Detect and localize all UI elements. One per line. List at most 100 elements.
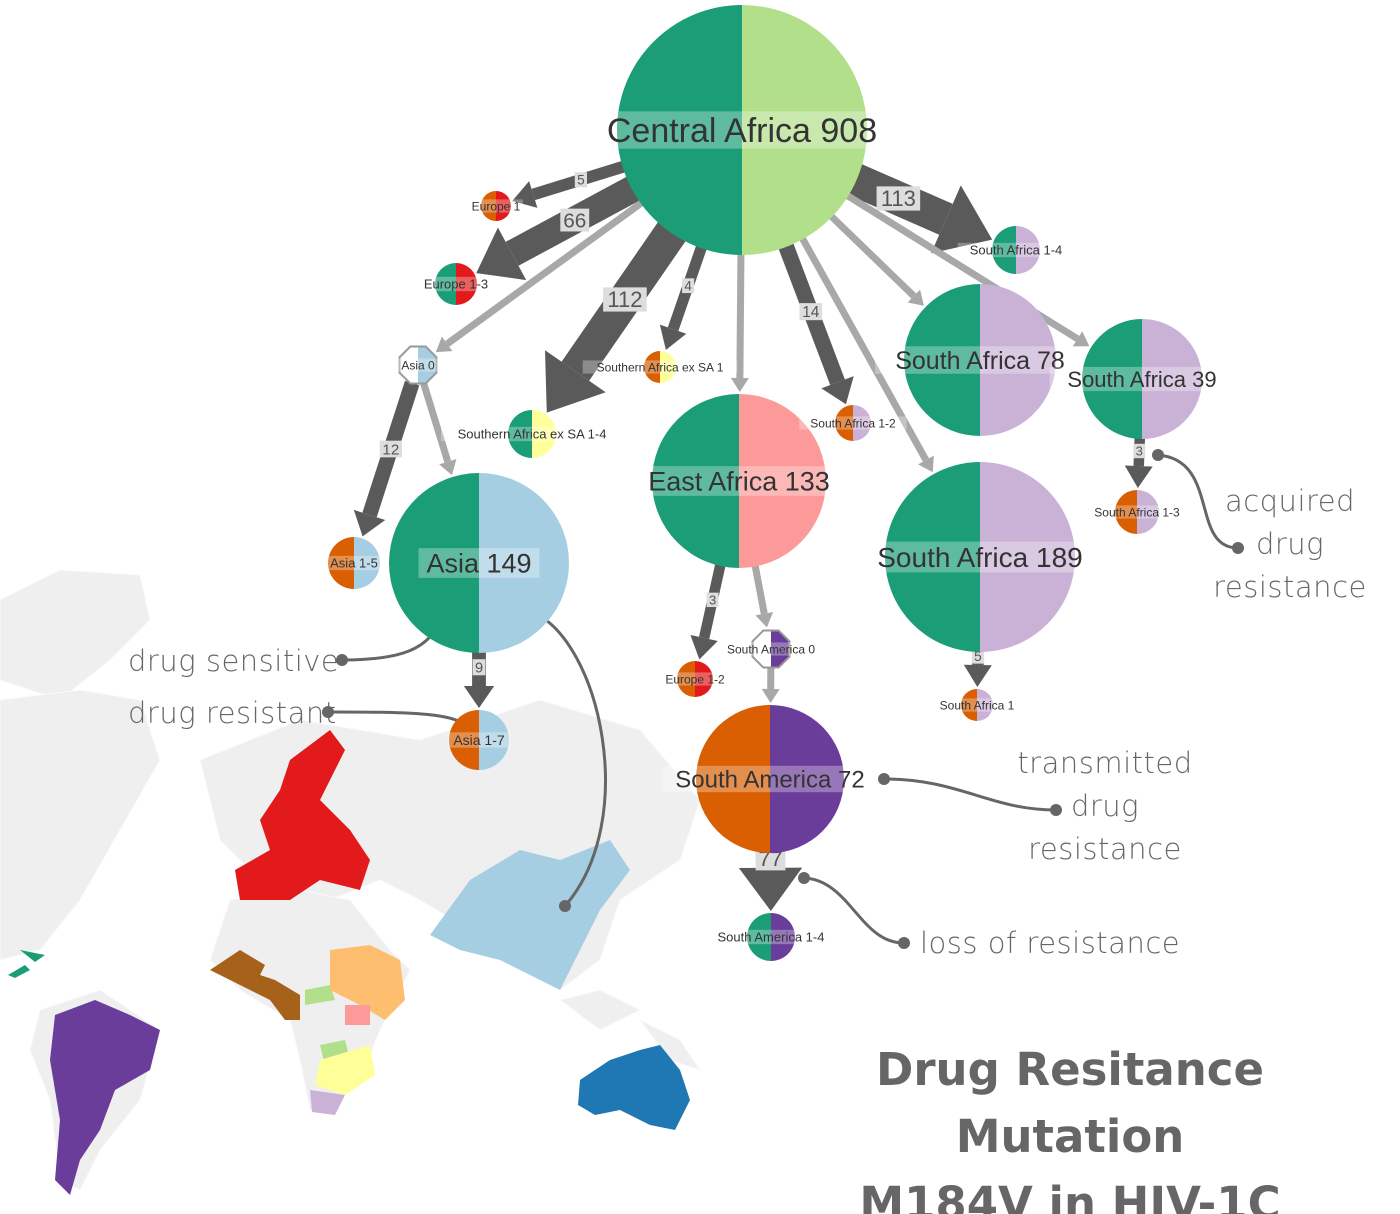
node-left-half [961,689,977,721]
label-acquired-drug-resistance: acquired drug resistance [1210,480,1370,609]
figure-title: Drug Resitance Mutation M184V in HIV-1C [780,1036,1360,1214]
edge-ca-eu1: 5 [512,159,631,208]
node-label-bg [625,466,853,496]
edge-ca-sa189 [796,232,934,473]
arrowhead-icon [435,336,453,353]
node-right-half [354,537,380,589]
node-right-half [695,661,713,697]
node-left-half [652,394,739,568]
node-label: Southern Africa ex SA 1-4 [458,427,607,442]
node-label: South Africa 39 [1067,367,1216,392]
map-west-africa [210,950,300,1020]
edge-count-label: 66 [563,209,586,232]
node-south-america-72[interactable]: South America 72 [662,705,878,853]
edge-count-label: 14 [802,304,820,321]
node-south-africa-39[interactable]: South Africa 39 [1049,319,1235,439]
node-south-africa-78[interactable]: South Africa 78 [875,284,1085,436]
node-label: Central Africa 908 [607,112,877,150]
node-label: Asia 1-7 [453,732,505,748]
node-label: Europe 1-2 [665,672,725,686]
connector-dot [1232,542,1244,554]
edge-shaft [751,561,768,615]
edge-label-bg [971,648,985,664]
node-right-half [660,351,676,383]
node-label-bg [929,698,1025,712]
node-south-africa-189[interactable]: South Africa 189 [854,462,1106,652]
arrowhead-icon [1072,331,1090,347]
node-east-africa-133[interactable]: East Africa 133 [625,394,853,568]
label-line: resistance [1213,570,1367,604]
node-south-africa-1-2[interactable]: South Africa 1-2 [799,405,907,441]
node-right-half [479,473,569,653]
node-left-half [835,405,853,441]
label-drug-resistant: drug resistant [128,696,337,730]
node-asia-149[interactable]: Asia 149 [389,473,569,653]
node-label-bg [799,416,907,430]
label-line: drug [1070,789,1140,823]
map-greenland [0,569,151,701]
edge-shaft [824,210,917,299]
node-label: South Africa 1-2 [810,416,896,430]
node-asia-1-5[interactable]: Asia 1-5 [324,537,384,589]
map-central-africa [305,985,350,1065]
node-outline [398,345,438,385]
arrowhead-icon [659,324,687,350]
node-south-africa-1-3[interactable]: South Africa 1-3 [1083,490,1191,534]
node-south-africa-1[interactable]: South Africa 1 [929,689,1025,721]
arrowhead-icon [761,688,780,704]
arrowhead-icon [963,664,992,688]
node-label-bg [570,111,914,149]
arrowhead-icon [755,611,774,628]
label-drug-sensitive: drug sensitive [128,644,340,678]
node-left-half [747,913,771,961]
arrowhead-icon [907,289,924,306]
edge-count-label: 5 [577,173,585,188]
node-asia-0[interactable]: Asia 0 [397,345,439,385]
node-southern-africa-ex-sa-1-4[interactable]: Southern Africa ex SA 1-4 [441,410,623,458]
node-label-bg [661,672,729,686]
node-southern-africa-ex-sa-1[interactable]: Southern Africa ex SA 1 [582,351,738,383]
node-label: South Africa 1 [940,698,1015,712]
node-left-half [399,346,418,384]
edge-sam72-sam14: 77 [738,846,803,912]
map-caribbean [8,950,45,978]
edge-label-bg [472,659,486,676]
node-asia-1-7[interactable]: Asia 1-7 [447,710,511,770]
label-loss-of-resistance: loss of resistance [920,926,1181,960]
node-right-half [853,405,871,441]
edge-count-label: 113 [881,186,916,211]
edge-asia0-asia149 [420,382,457,476]
edge-label-bg [603,287,647,312]
node-europe-1-2[interactable]: Europe 1-2 [661,661,729,697]
title-line-1: Drug Resitance Mutation [876,1043,1264,1163]
node-south-america-0[interactable]: South America 0 [720,629,822,669]
node-label-bg [875,346,1085,374]
map-east-africa [330,945,405,1020]
map-south-america [50,1000,160,1195]
arrowhead-icon [738,867,803,912]
node-label: Asia 1-5 [330,556,378,571]
node-label-bg [469,199,523,213]
edge-count-label: 3 [709,592,716,607]
node-europe-1-3[interactable]: Europe 1-3 [419,263,493,305]
edge-shaft [796,232,930,462]
node-right-half [771,630,790,668]
connector-dot [798,872,810,884]
node-left-half [992,226,1016,274]
node-europe-1[interactable]: Europe 1 [469,191,523,221]
edge-count-label: 77 [759,847,783,871]
node-central-africa-908[interactable]: Central Africa 908 [570,5,914,255]
node-label-bg [397,358,439,372]
node-right-half [1137,490,1159,534]
connector-dot [322,706,334,718]
map-china-asia [430,840,630,990]
node-south-africa-1-4[interactable]: South Africa 1-4 [957,226,1075,274]
arrowhead-icon [931,185,993,254]
node-right-half [770,705,844,853]
connector-asia-map [531,610,607,907]
node-south-america-1-4[interactable]: South America 1-4 [709,913,833,961]
label-line: resistance [1028,832,1182,866]
edge-count-label: 4 [684,278,692,293]
